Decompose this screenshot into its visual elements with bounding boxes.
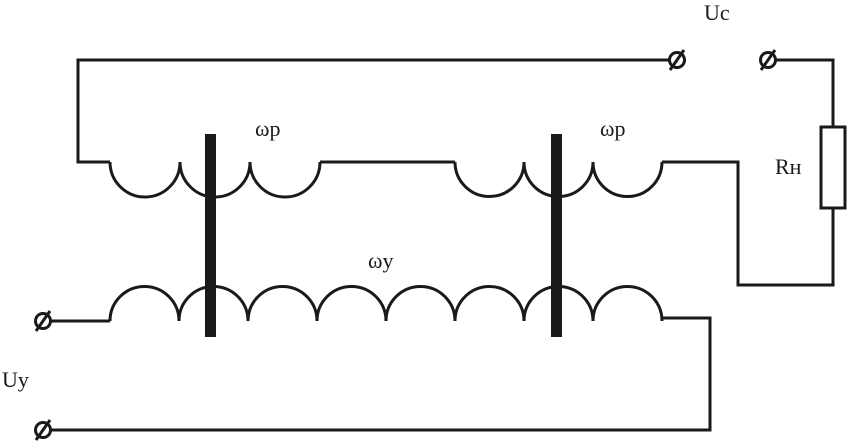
terminal-supply-left — [668, 49, 686, 71]
label-control-winding: ωy — [368, 248, 393, 273]
control-winding — [108, 285, 664, 322]
label-working-winding-right: ωp — [600, 116, 625, 141]
wires — [50, 58, 835, 432]
label-control-voltage: Uy — [2, 367, 29, 392]
label-load-resistor: Rн — [775, 154, 802, 179]
label-working-winding-left: ωp — [255, 116, 280, 141]
label-supply-voltage: Uc — [704, 0, 730, 25]
wire-from-load-top — [775, 58, 835, 127]
terminal-control-bottom — [34, 419, 52, 441]
load-resistor — [819, 125, 847, 210]
terminal-supply-right — [759, 49, 777, 71]
core-right — [551, 134, 562, 337]
core-left — [205, 134, 216, 337]
wire-to-load-bottom — [662, 160, 835, 287]
wire-top-loop — [76, 58, 670, 164]
terminal-control-top — [34, 310, 52, 332]
wire-control-return — [50, 316, 712, 432]
